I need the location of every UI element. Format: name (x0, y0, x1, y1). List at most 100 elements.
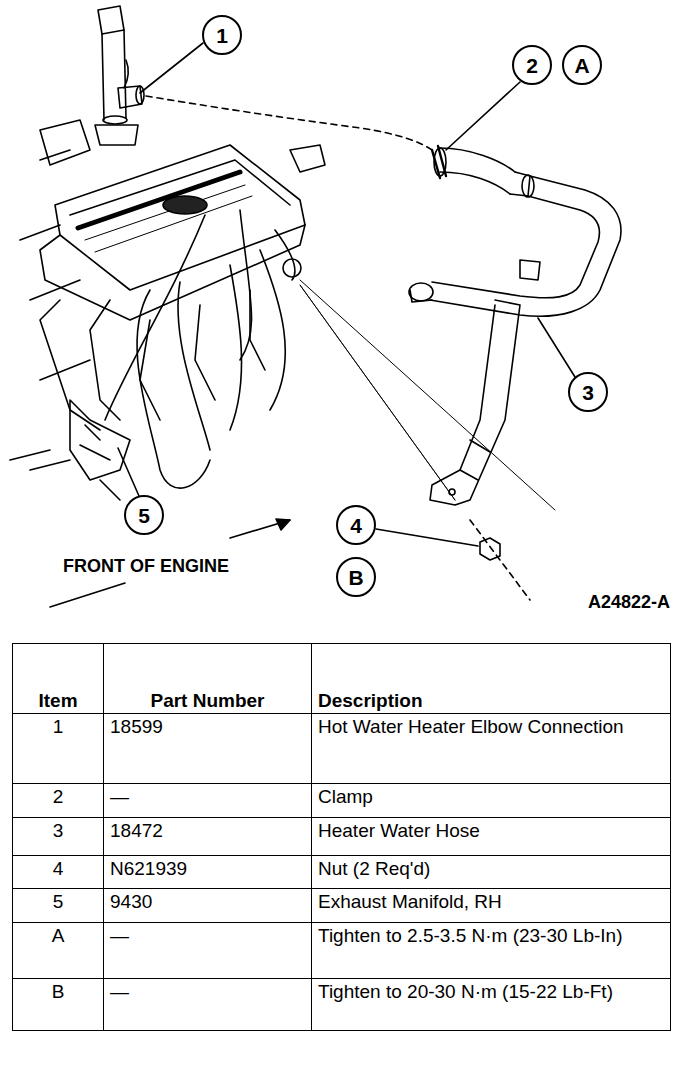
illustration-line (449, 489, 455, 495)
callout-number: B (348, 567, 363, 588)
table-row: 5 9430 Exhaust Manifold, RH (13, 889, 671, 923)
cell-text: 2 (53, 786, 64, 807)
illustration-line (376, 529, 478, 546)
table-cell: Tighten to 2.5-3.5 N·m (23-30 Lb-In) (312, 923, 671, 979)
illustration-line (95, 125, 138, 145)
illustration-line (522, 175, 534, 197)
table-cell: 5 (13, 889, 104, 923)
column-header: Item (38, 690, 77, 711)
illustration-line (70, 400, 130, 480)
illustration-line (434, 148, 446, 176)
table-cell: — (104, 784, 312, 818)
illustration-line (40, 225, 305, 320)
table-cell: N621939 (104, 856, 312, 889)
illustration-line (103, 116, 127, 124)
table-cell: 4 (13, 856, 104, 889)
cell-text: — (110, 981, 129, 1002)
illustration-line (432, 146, 446, 178)
table-cell: Exhaust Manifold, RH (312, 889, 671, 923)
table-row: 2 — Clamp (13, 784, 671, 818)
illustration-line (409, 283, 433, 301)
illustration-line (410, 290, 432, 302)
illustration-line (446, 82, 520, 150)
table-cell: B (13, 979, 104, 1031)
table-cell: 9430 (104, 889, 312, 923)
illustration-line (136, 86, 144, 104)
illustration-line (480, 538, 500, 560)
parts-table: Item Part Number Description 118599Hot Wate… (12, 643, 671, 1031)
figure-id: A24822-A (588, 592, 670, 613)
cell-text: — (110, 925, 129, 946)
engine-illustration (0, 0, 688, 640)
callout-number: 3 (582, 382, 594, 403)
illustration-line (538, 318, 575, 377)
table-row: B — Tighten to 20-30 N·m (15-22 Lb-Ft) (13, 979, 671, 1031)
illustration-line (40, 120, 90, 165)
illustration-line (300, 280, 555, 510)
illustration-line (85, 185, 252, 252)
illustration-line (290, 145, 325, 172)
callout-circle: 4 (336, 505, 376, 545)
illustration-line (118, 86, 142, 108)
table-cell: Nut (2 Req'd) (312, 856, 671, 889)
table-cell: — (104, 979, 312, 1031)
illustration-line (178, 282, 210, 450)
illustration-line (146, 96, 432, 150)
table-cell: A (13, 923, 104, 979)
cell-text: 3 (53, 820, 64, 841)
cell-text: Nut (2 Req'd) (318, 858, 430, 879)
column-header: Part Number (150, 690, 264, 711)
illustration-line (460, 440, 490, 480)
table-cell: Clamp (312, 784, 671, 818)
table-cell: Part Number (104, 644, 312, 714)
table-row: 4N621939 Nut (2 Req'd) (13, 856, 671, 889)
illustration-line (276, 519, 290, 530)
direction-note: FRONT OF ENGINE (63, 556, 229, 577)
callout-number: 2 (526, 55, 538, 76)
table-cell: Tighten to 20-30 N·m (15-22 Lb-Ft) (312, 979, 671, 1031)
illustration-line (80, 425, 110, 460)
callout-circle: 5 (124, 495, 164, 535)
illustration-line (470, 520, 530, 600)
table-cell: 18472 (104, 818, 312, 856)
illustration-line (163, 196, 207, 214)
illustration-line (230, 265, 242, 430)
illustration-line (300, 285, 455, 500)
table-cell: 18599 (104, 714, 312, 784)
callout-circle: 2 (512, 45, 552, 85)
callout-number: 5 (138, 505, 150, 526)
table-cell: 1 (13, 714, 104, 784)
table-cell: 2 (13, 784, 104, 818)
illustration-line (102, 30, 126, 120)
column-header: Description (318, 690, 423, 711)
cell-text: Heater Water Hose (318, 820, 480, 841)
illustration-line (118, 448, 139, 496)
cell-text: 5 (53, 891, 64, 912)
table-cell: — (104, 923, 312, 979)
illustration-line (70, 160, 290, 215)
cell-text: Exhaust Manifold, RH (318, 891, 502, 912)
cell-text: A (52, 925, 65, 946)
illustration-line (90, 300, 120, 420)
table-row: A — Tighten to 2.5-3.5 N·m (23-30 Lb-In) (13, 923, 671, 979)
illustration-line (260, 250, 285, 410)
cell-text: Tighten to 2.5-3.5 N·m (23-30 Lb-In) (318, 925, 623, 946)
illustration-line (230, 520, 290, 538)
illustration-line (520, 260, 540, 280)
table-row: 118599Hot Water Heater Elbow Connection (13, 714, 671, 784)
illustration-line (250, 290, 265, 370)
cell-text: Tighten to 20-30 N·m (15-22 Lb-Ft) (318, 981, 613, 1002)
cell-text: B (52, 981, 65, 1002)
callout-number: 1 (216, 25, 228, 46)
callout-circle: 1 (202, 15, 242, 55)
illustration-line (195, 305, 215, 400)
cell-text: Clamp (318, 786, 373, 807)
illustration-line (105, 215, 205, 420)
table-cell: Item (13, 644, 104, 714)
table-cell: Heater Water Hose (312, 818, 671, 856)
table-cell: Hot Water Heater Elbow Connection (312, 714, 671, 784)
callout-circle: B (336, 557, 376, 597)
callout-circle: A (562, 45, 602, 85)
callout-number: A (574, 55, 589, 76)
callout-circle: 3 (568, 372, 608, 412)
